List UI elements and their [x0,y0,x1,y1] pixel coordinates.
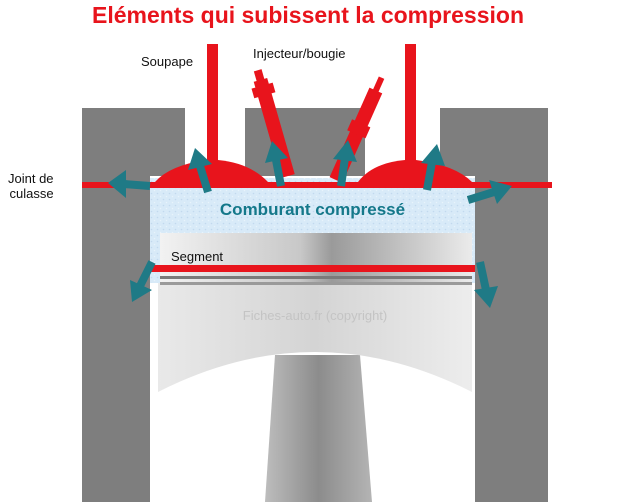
valve-head-left [155,160,268,182]
arrow-icon [265,141,288,187]
joint-de-culasse-line [82,182,552,188]
cylinder-wall-right [475,108,548,502]
diagram-title: Eléments qui subissent la compression [91,2,524,28]
valve-stem-right [405,44,416,180]
arrow-icon [474,261,498,308]
segment-ring [150,265,475,272]
arrow-icon [421,144,445,191]
arrow-icon [130,260,156,302]
valve-stem-left [207,44,218,180]
label-segment: Segment [171,249,224,264]
arrow-icon [466,180,512,204]
cylinder-head-left [150,108,185,176]
label-joint-de-culasse: Joint de culasse [8,171,54,201]
arrow-icon [188,148,212,194]
label-joint-line1: Joint de [8,171,54,186]
watermark-text: Fiches-auto.fr (copyright) [242,308,388,323]
label-joint-line2: culasse [9,186,54,201]
ring-groove [160,282,472,285]
connecting-rod [265,355,372,502]
injector [251,69,295,178]
ring-groove [160,276,472,279]
label-comburant-compresse: Comburant compressé [219,200,406,219]
valve-head-right [358,160,472,182]
arrow-icon [108,170,151,198]
label-soupape: Soupape [141,54,194,69]
cylinder-wall-left [82,108,150,502]
piston-skirt [158,283,472,392]
label-injecteur-bougie: Injecteur/bougie [253,46,346,61]
cylinder-head-right [440,108,475,176]
arrow-icon [333,140,357,187]
